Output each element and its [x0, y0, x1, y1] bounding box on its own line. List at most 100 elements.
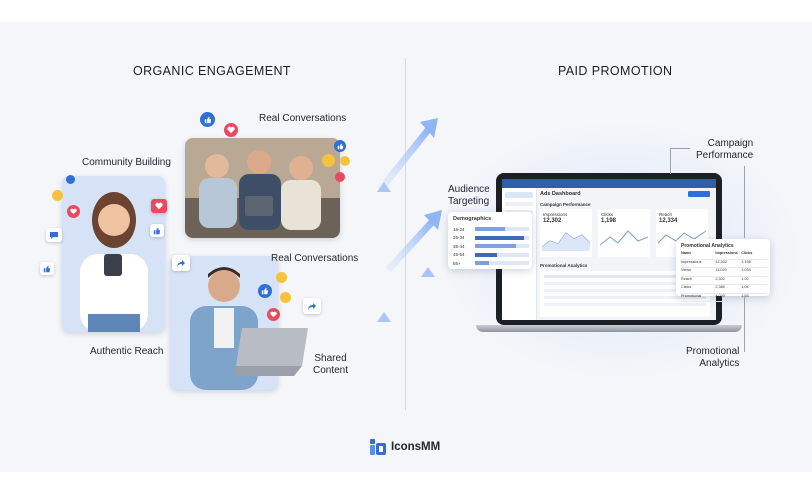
promo-table-cell: Impressions — [681, 259, 702, 264]
promo-line1: Promotional — [686, 346, 740, 357]
table-row — [544, 275, 706, 278]
organic-heading: ORGANIC ENGAGEMENT — [133, 64, 291, 78]
label-campaign-performance: Campaign Performance — [696, 138, 753, 162]
like-icon — [66, 175, 75, 184]
brand-logo: IconsMM — [370, 439, 440, 455]
demographics-track — [475, 244, 529, 248]
demographics-bar — [475, 252, 497, 257]
metric-value: 1,198 — [601, 218, 617, 224]
demographics-label: 35-44 — [453, 243, 465, 249]
woman-phone-photo — [62, 176, 165, 332]
heart-message-icon — [151, 199, 167, 213]
metric-sparkline — [599, 230, 649, 246]
promo-card-title: Promotional Analytics — [681, 243, 734, 249]
label-audience-targeting: Audience Targeting — [448, 184, 490, 208]
share-icon — [303, 298, 321, 314]
laughing-emoji-icon — [322, 154, 335, 167]
like-icon — [334, 140, 346, 152]
brand-name: IconsMM — [391, 441, 441, 453]
dashboard-title: Ads Dashboard — [540, 191, 581, 197]
metric-label: Reach — [659, 212, 673, 217]
like-icon — [40, 262, 54, 275]
dashboard-action-button[interactable] — [688, 191, 710, 197]
campaign-line2: Performance — [696, 150, 754, 161]
demographics-track — [475, 227, 529, 231]
metric-value: 12,334 — [659, 218, 678, 224]
shared-line1: Shared — [314, 353, 347, 364]
connector-line — [744, 296, 745, 352]
section-divider — [405, 58, 406, 410]
analytics-section-title: Promotional Analytics — [540, 263, 588, 268]
demographics-rows: 18-24 25-34 35-44 45-54 55+ — [453, 225, 529, 268]
heart-icon — [267, 308, 280, 321]
demographics-track — [475, 252, 529, 257]
like-icon — [258, 284, 272, 298]
metric-value: 12,302 — [543, 218, 562, 224]
demographics-label: 25-34 — [453, 235, 465, 240]
label-promotional-analytics: Promotional Analytics — [686, 346, 739, 370]
audience-line2: Targeting — [448, 196, 490, 207]
group-friends-photo — [185, 138, 340, 238]
connector-line — [744, 166, 745, 238]
label-real-conversations-top: Real Conversations — [259, 113, 347, 124]
demographics-card: Demographics 18-24 25-34 35-44 45-54 55+ — [448, 212, 532, 269]
connector-line — [670, 148, 690, 149]
shared-line2: Content — [313, 365, 349, 376]
demographics-row: 55+ — [453, 259, 529, 267]
demographics-label: 45-54 — [453, 252, 465, 257]
woman-illustration — [62, 176, 165, 332]
promo-table-cell: Reach — [681, 276, 692, 281]
promo-table-cell: Views — [681, 268, 692, 272]
demographics-label: 18-24 — [453, 226, 465, 232]
sidebar-item[interactable] — [505, 202, 533, 206]
sidebar-item[interactable] — [505, 192, 533, 198]
promo-table-cell: 1,93 — [741, 294, 767, 302]
promo-table-cell: Name — [681, 251, 692, 255]
promo-table-cell: 1,198 — [741, 259, 751, 264]
promo-table-cell: 1,02 — [741, 276, 749, 281]
table-row: Promotional 4,020 1,93 — [681, 293, 767, 302]
promo-table-cell: Clicks — [741, 251, 753, 255]
demographics-row: 18-24 — [453, 225, 529, 233]
promo-table-cell: Clicks — [681, 285, 692, 289]
demographics-track — [475, 261, 529, 265]
demographics-label: 55+ — [453, 260, 461, 266]
table-row: Reach 2,302 1,02 — [681, 276, 767, 285]
metric-card: Clicks 1,198 — [598, 209, 650, 257]
promo-table-cell: Impressions — [715, 251, 738, 255]
heart-icon — [224, 123, 238, 137]
promo-table-cell: Promotional — [681, 293, 702, 298]
audience-line1: Audience — [448, 184, 490, 195]
wow-emoji-icon — [340, 156, 350, 166]
demographics-bar — [475, 261, 489, 265]
table-row — [544, 282, 706, 285]
label-community-building: Community Building — [82, 157, 171, 168]
promo-table-cell: 4,020 — [715, 293, 725, 298]
connector-line — [670, 148, 671, 174]
metric-sparkline — [657, 230, 707, 244]
brand-logo-icon — [370, 439, 386, 455]
like-icon — [200, 112, 215, 127]
label-real-conversations-mid: Real Conversations — [271, 253, 359, 264]
promo-table-cell: 11,020 — [715, 268, 727, 272]
share-icon — [172, 255, 190, 271]
heart-icon — [67, 205, 80, 218]
campaign-line1: Campaign — [707, 138, 754, 149]
laptop-base — [476, 325, 742, 332]
like-icon — [150, 224, 164, 237]
table-row — [544, 296, 706, 299]
promo-table-cell: 2,302 — [715, 276, 725, 281]
laughing-emoji-icon — [276, 272, 287, 283]
table-row — [544, 303, 706, 306]
demographics-title: Demographics — [453, 216, 492, 222]
campaign-section-title: Campaign Performance — [540, 202, 591, 207]
demographics-bar — [475, 244, 516, 248]
promo-table-cell: 2,380 — [715, 285, 725, 289]
wow-emoji-icon — [52, 190, 63, 201]
demographics-bar — [475, 227, 505, 231]
label-authentic-reach: Authentic Reach — [90, 346, 164, 357]
